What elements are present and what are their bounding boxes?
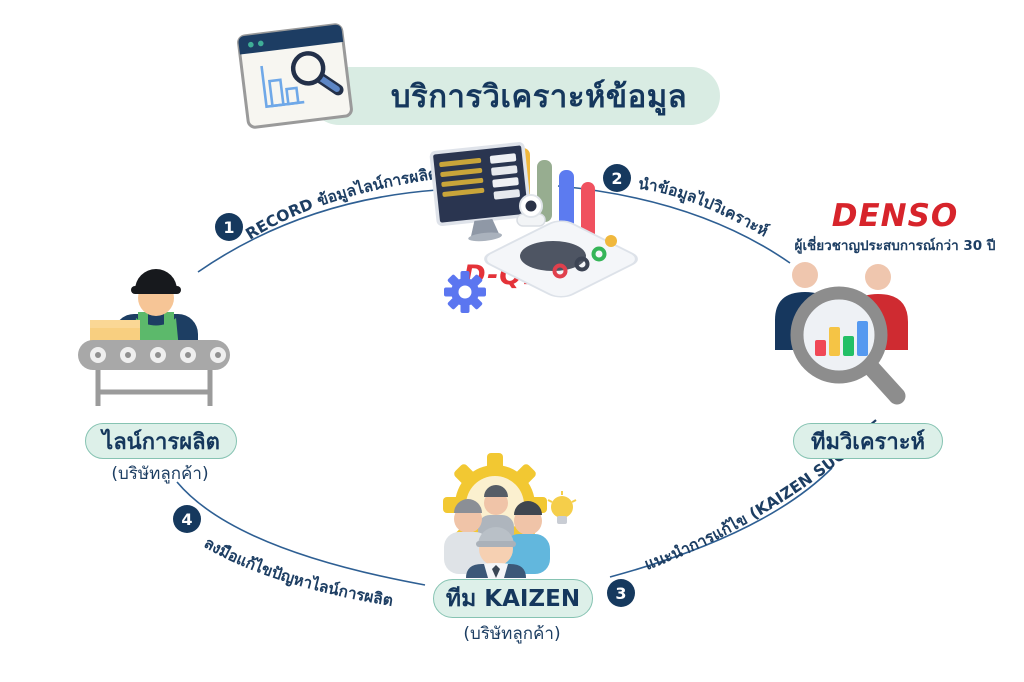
camera-icon bbox=[516, 194, 546, 227]
flow-arc-1 bbox=[197, 189, 438, 273]
title-banner: บริการวิเคราะห์ข้อมูล bbox=[310, 67, 720, 125]
step-2-label-text: นำข้อมูลไปวิเคราะห์ bbox=[637, 175, 771, 241]
kaizen-team-label: ทีม KAIZEN bbox=[445, 585, 581, 612]
production-line-label: ไลน์การผลิต bbox=[102, 429, 220, 455]
step-1-label-text: RECORD ข้อมูลไลน์การผลิต bbox=[242, 165, 439, 244]
worker-illustration bbox=[78, 269, 230, 406]
denso-block: DENSO ผู้เชี่ยวชาญประสบการณ์กว่า 30 ปี bbox=[772, 200, 1018, 256]
step-1-number: 1 bbox=[223, 218, 234, 237]
team-icon bbox=[444, 485, 550, 578]
denso-logo: DENSO bbox=[831, 198, 959, 234]
step-1-badge: 1 bbox=[215, 213, 243, 241]
flow-arc-4 bbox=[176, 481, 426, 586]
step-3-badge: 3 bbox=[607, 579, 635, 607]
denso-tagline: ผู้เชี่ยวชาญประสบการณ์กว่า 30 ปี bbox=[794, 237, 996, 254]
person-icon-red bbox=[848, 264, 908, 350]
monitor-icon bbox=[429, 142, 532, 242]
kaizen-team-illustration bbox=[443, 453, 577, 578]
step-2-number: 2 bbox=[611, 169, 622, 188]
step-3-number: 3 bbox=[615, 584, 626, 603]
kaizen-team-sublabel: (บริษัทลูกค้า) bbox=[463, 624, 561, 644]
step-4-label-text: ลงมือแก้ไขปัญหาไลน์การผลิต bbox=[201, 534, 394, 610]
step-4-number: 4 bbox=[181, 510, 192, 529]
step-2-badge: 2 bbox=[603, 164, 631, 192]
flow-arc-3 bbox=[609, 467, 833, 578]
kaizen-gear-icon bbox=[443, 453, 547, 557]
analysis-team-label: ทีมวิเคราะห์ bbox=[810, 429, 926, 455]
flow-arcs bbox=[176, 185, 833, 586]
title-text: บริการวิเคราะห์ข้อมูล bbox=[390, 79, 688, 115]
analysis-team-pill: ทีมวิเคราะห์ bbox=[793, 423, 943, 459]
box-lid bbox=[90, 320, 140, 328]
bar-chart-icon bbox=[515, 148, 595, 242]
step-4-label: ลงมือแก้ไขปัญหาไลน์การผลิต bbox=[201, 534, 394, 610]
dqits-name: D-QiTs bbox=[463, 260, 567, 291]
production-line-pill: ไลน์การผลิต bbox=[85, 423, 237, 459]
lightbulb-icon bbox=[547, 491, 577, 524]
step-badges: 1 2 3 4 bbox=[173, 164, 635, 607]
step-2-label: นำข้อมูลไปวิเคราะห์ bbox=[637, 175, 771, 241]
flow-arc-2 bbox=[557, 185, 791, 264]
worker-icon bbox=[114, 269, 198, 360]
person-icon-navy bbox=[775, 262, 835, 350]
production-line-sublabel: (บริษัทลูกค้า) bbox=[111, 464, 209, 484]
magnifier-chart-icon bbox=[790, 286, 906, 405]
analysis-team-illustration bbox=[775, 262, 908, 405]
step-4-badge: 4 bbox=[173, 505, 201, 533]
step-1-label: RECORD ข้อมูลไลน์การผลิต bbox=[242, 165, 439, 244]
kaizen-team-pill: ทีม KAIZEN bbox=[433, 579, 593, 618]
conveyor-icon bbox=[78, 340, 230, 406]
box-icon bbox=[90, 320, 140, 350]
